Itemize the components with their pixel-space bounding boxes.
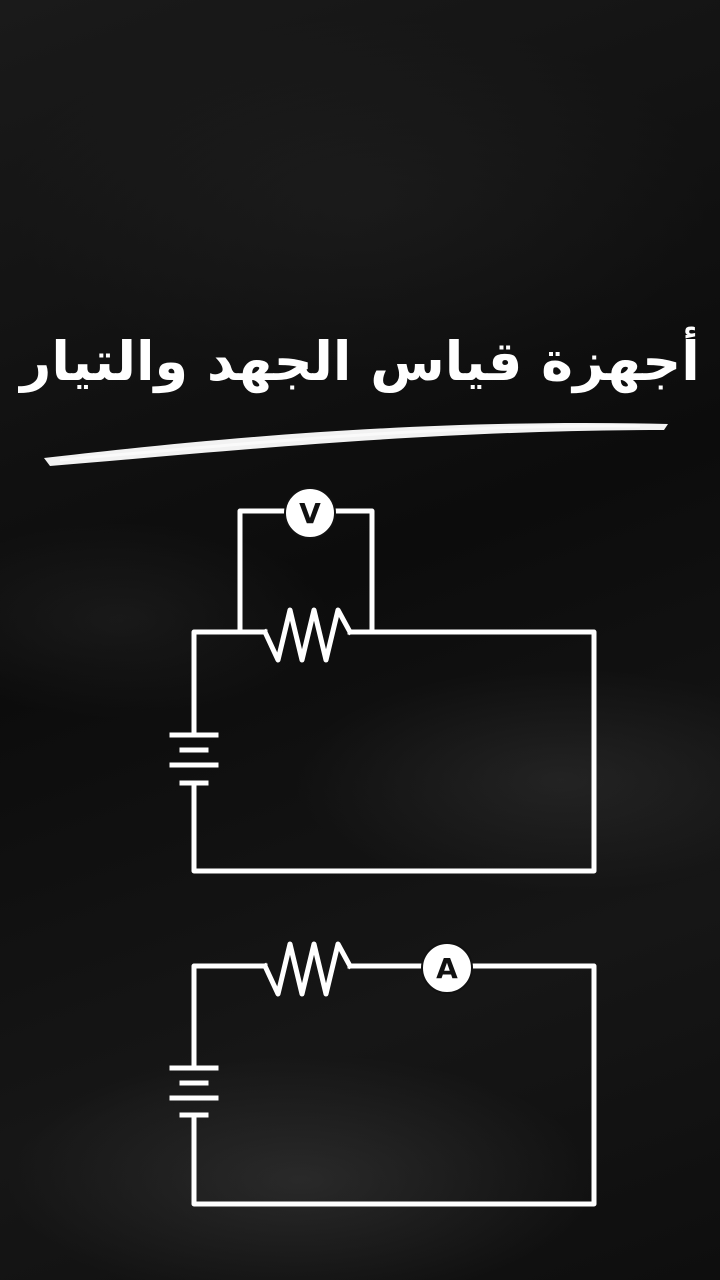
resistor-1	[261, 607, 354, 663]
battery-2	[169, 1065, 219, 1118]
battery-1	[169, 732, 219, 786]
voltmeter-label: V	[299, 497, 321, 530]
voltmeter-circuit	[169, 508, 597, 874]
wire-main-loop-1-lower	[191, 629, 597, 874]
wire-main-loop-2-lower	[191, 963, 597, 1207]
voltmeter-branch	[237, 508, 287, 635]
wire-main-loop-1	[191, 629, 268, 738]
chalk-underline	[44, 422, 668, 466]
ammeter: A	[421, 942, 473, 994]
ammeter-circuit	[169, 941, 597, 1207]
voltmeter: V	[284, 487, 336, 539]
resistor-2	[261, 941, 354, 997]
ammeter-label: A	[436, 952, 458, 985]
wire-main-loop-2	[191, 963, 268, 1071]
page-title: أجهزة قياس الجهد والتيار	[20, 330, 700, 393]
voltmeter-branch-right	[333, 508, 375, 635]
